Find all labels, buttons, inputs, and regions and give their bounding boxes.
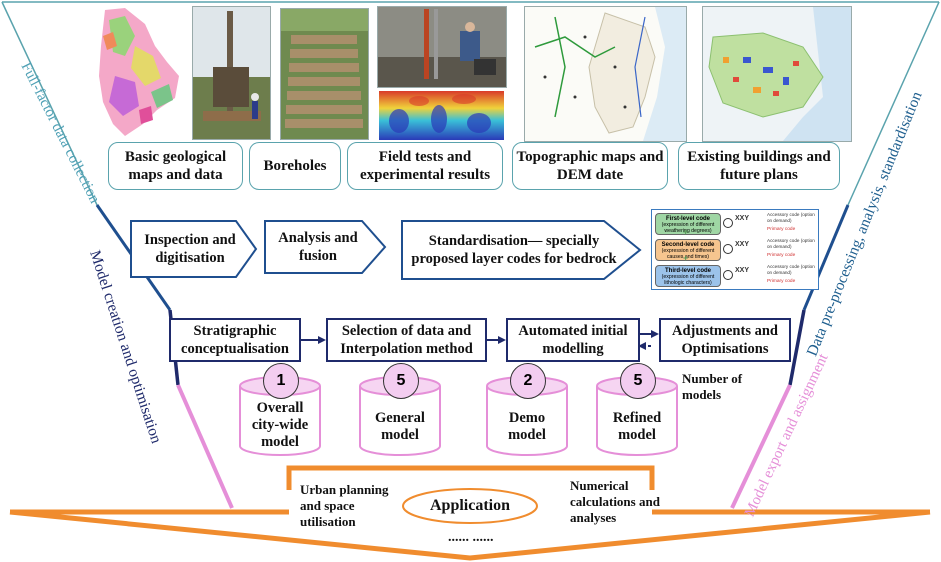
layer-code-primary: Primary code [767, 227, 796, 232]
funnel-right-teal [847, 1, 940, 206]
funnel-right-pink [730, 384, 792, 509]
step-inspection-label: Inspection and digitisation [144, 232, 236, 266]
chevron-inspection [130, 220, 258, 278]
geological-map-image [95, 6, 183, 138]
cylinder-2 [359, 376, 441, 456]
arrow-feedback [638, 342, 646, 350]
model-count-badge: 2 [510, 363, 546, 399]
step-stratigraphic-conceptualisation: Stratigraphic conceptualisation [169, 318, 301, 362]
layer-code-level: Second-level code(expression of differen… [655, 239, 721, 261]
data-source-geological-maps: Basic geological maps and data [108, 142, 243, 190]
geophysical-profile-image [379, 91, 504, 140]
step-adjustments-optimisations: Adjustments and Optimisations [659, 318, 791, 362]
application-center-text: Application [429, 497, 510, 514]
funnel-right-blue [802, 204, 850, 311]
funnel-left-teal [1, 1, 98, 206]
application-arrow-head [9, 509, 931, 561]
data-source-label: Basic geological maps and data [124, 149, 227, 183]
data-source-boreholes: Boreholes [249, 142, 341, 190]
layer-code-primary: Primary code [767, 279, 796, 284]
layer-code-row: Second-level code(expression of differen… [655, 238, 815, 262]
layer-code-accessory: Accessory code (option on demand) [767, 264, 815, 275]
layer-code-level: First-level code(expression of different… [655, 213, 721, 235]
data-source-label: Boreholes [263, 158, 327, 174]
layer-code-row: Third-level code(expression of different… [655, 264, 815, 288]
arrow-to-automated [498, 336, 506, 344]
arrow-to-selection [318, 336, 326, 344]
data-source-label: Field tests and experimental results [359, 149, 491, 183]
application-ellipsis: ...... ...... [448, 530, 494, 545]
data-source-label: Existing buildings and future plans [687, 149, 831, 183]
model-label: Demo model [508, 410, 546, 443]
data-source-label: Topographic maps and DEM date [516, 149, 664, 183]
plus-icon: + [683, 253, 689, 263]
step-label: Stratigraphic conceptualisation [181, 323, 289, 357]
layer-code-accessory: Accessory code (option on demand) [767, 212, 815, 223]
layer-code-figure: First-level code(expression of different… [651, 209, 819, 290]
urban-plan-image [702, 6, 852, 142]
field-test-photo [377, 6, 507, 88]
application-arrow-top [286, 465, 655, 490]
model-count-badge: 1 [263, 363, 299, 399]
layer-code-text: XXY [735, 241, 750, 248]
arrow-to-adjustments [651, 330, 659, 338]
layer-code-level: Third-level code(expression of different… [655, 265, 721, 287]
data-source-buildings: Existing buildings and future plans [678, 142, 840, 190]
layer-code-circle-icon [723, 270, 733, 280]
chevron-standardisation [401, 220, 642, 280]
data-source-topographic: Topographic maps and DEM date [512, 142, 668, 190]
funnel-right-navy [788, 309, 806, 386]
step-label: Automated initial modelling [518, 323, 628, 357]
core-samples-photo [280, 8, 369, 140]
step-analysis-label: Analysis and fusion [278, 230, 358, 264]
cylinder-3 [486, 376, 568, 456]
step-selection-of-data: Selection of data and Interpolation meth… [326, 318, 487, 362]
layer-code-accessory: Accessory code (option on demand) [767, 238, 815, 249]
borehole-rig-photo [192, 6, 271, 140]
model-label: General model [375, 410, 425, 443]
topographic-map-image [524, 6, 687, 142]
layer-code-circle-icon [723, 218, 733, 228]
layer-code-text: XXY [735, 215, 750, 222]
funnel-left-pink [176, 384, 234, 509]
model-count-badge: 5 [383, 363, 419, 399]
models-caption: Number of models [682, 371, 743, 402]
layer-code-primary: Primary code [767, 253, 796, 258]
model-count-badge: 5 [620, 363, 656, 399]
data-source-field-tests: Field tests and experimental results [347, 142, 503, 190]
step-label: Selection of data and Interpolation meth… [340, 323, 473, 357]
layer-code-circle-icon [723, 244, 733, 254]
chevron-analysis [264, 220, 387, 274]
step-label: Adjustments and Optimisations [672, 323, 778, 357]
step-automated-initial-modelling: Automated initial modelling [506, 318, 640, 362]
application-right-text: Numerical calculations and analyses [570, 478, 660, 525]
application-ellipse [402, 488, 538, 524]
model-label: Overall city-wide model [251, 400, 309, 450]
model-label: Refined model [612, 410, 662, 443]
application-left-text: Urban planning and space utilisation [300, 482, 389, 529]
layer-code-text: XXY [735, 267, 750, 274]
plus-icon: + [683, 227, 689, 237]
step-standardisation-label: Standardisation— specially proposed laye… [411, 233, 617, 267]
layer-code-row: First-level code(expression of different… [655, 212, 815, 236]
